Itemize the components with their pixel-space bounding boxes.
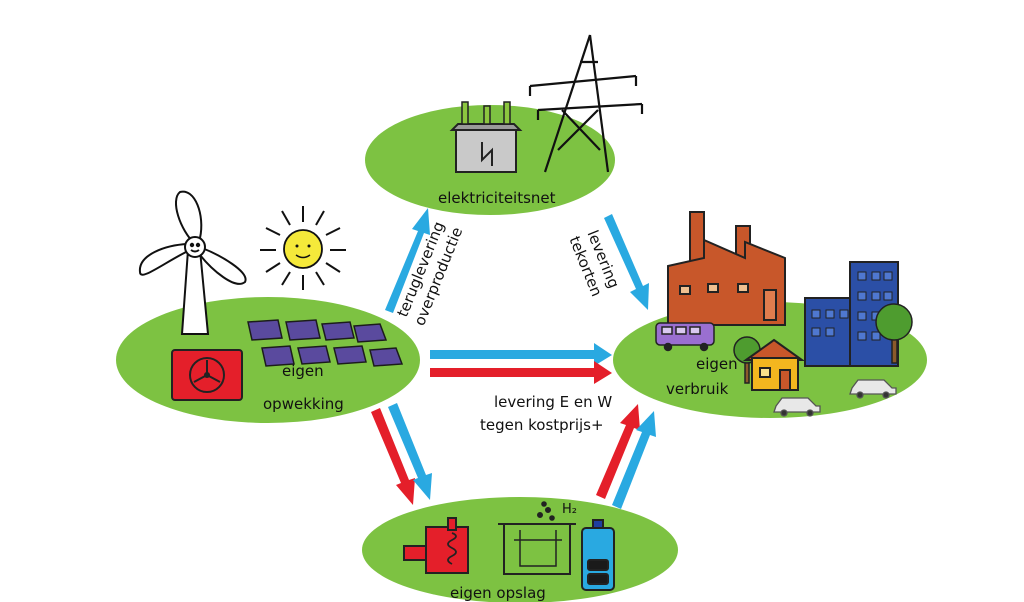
- transformer-icon: [449, 101, 523, 173]
- consumption-label-line1: eigen: [696, 355, 738, 373]
- local-supply-electric-arrow: [430, 343, 612, 366]
- flow-arrows: [371, 208, 656, 509]
- local-supply-label-line1: levering E en W: [494, 393, 613, 411]
- generation-label-line2: opwekking: [263, 395, 344, 413]
- generation-to-storage-heat-arrow: [371, 408, 415, 505]
- solar-panels-icon: [247, 319, 404, 367]
- pylon-icon: [528, 34, 644, 173]
- local-supply-label-line2: tegen kostprijs+: [480, 416, 604, 434]
- consumption-label-line2: verbruik: [666, 380, 729, 398]
- grid-label: elektriciteitsnet: [438, 189, 556, 207]
- heat-pump-icon: [171, 349, 243, 401]
- battery-icon: [581, 519, 615, 591]
- storage-to-consumption-electric-arrow: [612, 411, 656, 509]
- electrolyser-icon: [498, 501, 576, 575]
- house-icon: [742, 338, 806, 391]
- tree-icon: [733, 303, 913, 384]
- feed-in-arrow: [385, 208, 430, 313]
- storage-h2-symbol: H₂: [562, 502, 577, 517]
- wind-turbine-icon: [138, 190, 247, 335]
- local-supply-heat-arrow: [430, 361, 612, 384]
- factory-icon: [667, 211, 786, 326]
- storage-to-consumption-heat-arrow: [596, 404, 640, 499]
- generation-to-storage-electric-arrow: [388, 403, 432, 500]
- heat-storage-icon: [403, 517, 469, 574]
- bus-icon: [655, 322, 715, 352]
- car-icon: [773, 379, 897, 417]
- sun-icon: [260, 206, 346, 290]
- storage-label: eigen opslag: [450, 584, 546, 602]
- generation-label-line1: eigen: [282, 362, 324, 380]
- supply-shortage-arrow: [604, 214, 649, 310]
